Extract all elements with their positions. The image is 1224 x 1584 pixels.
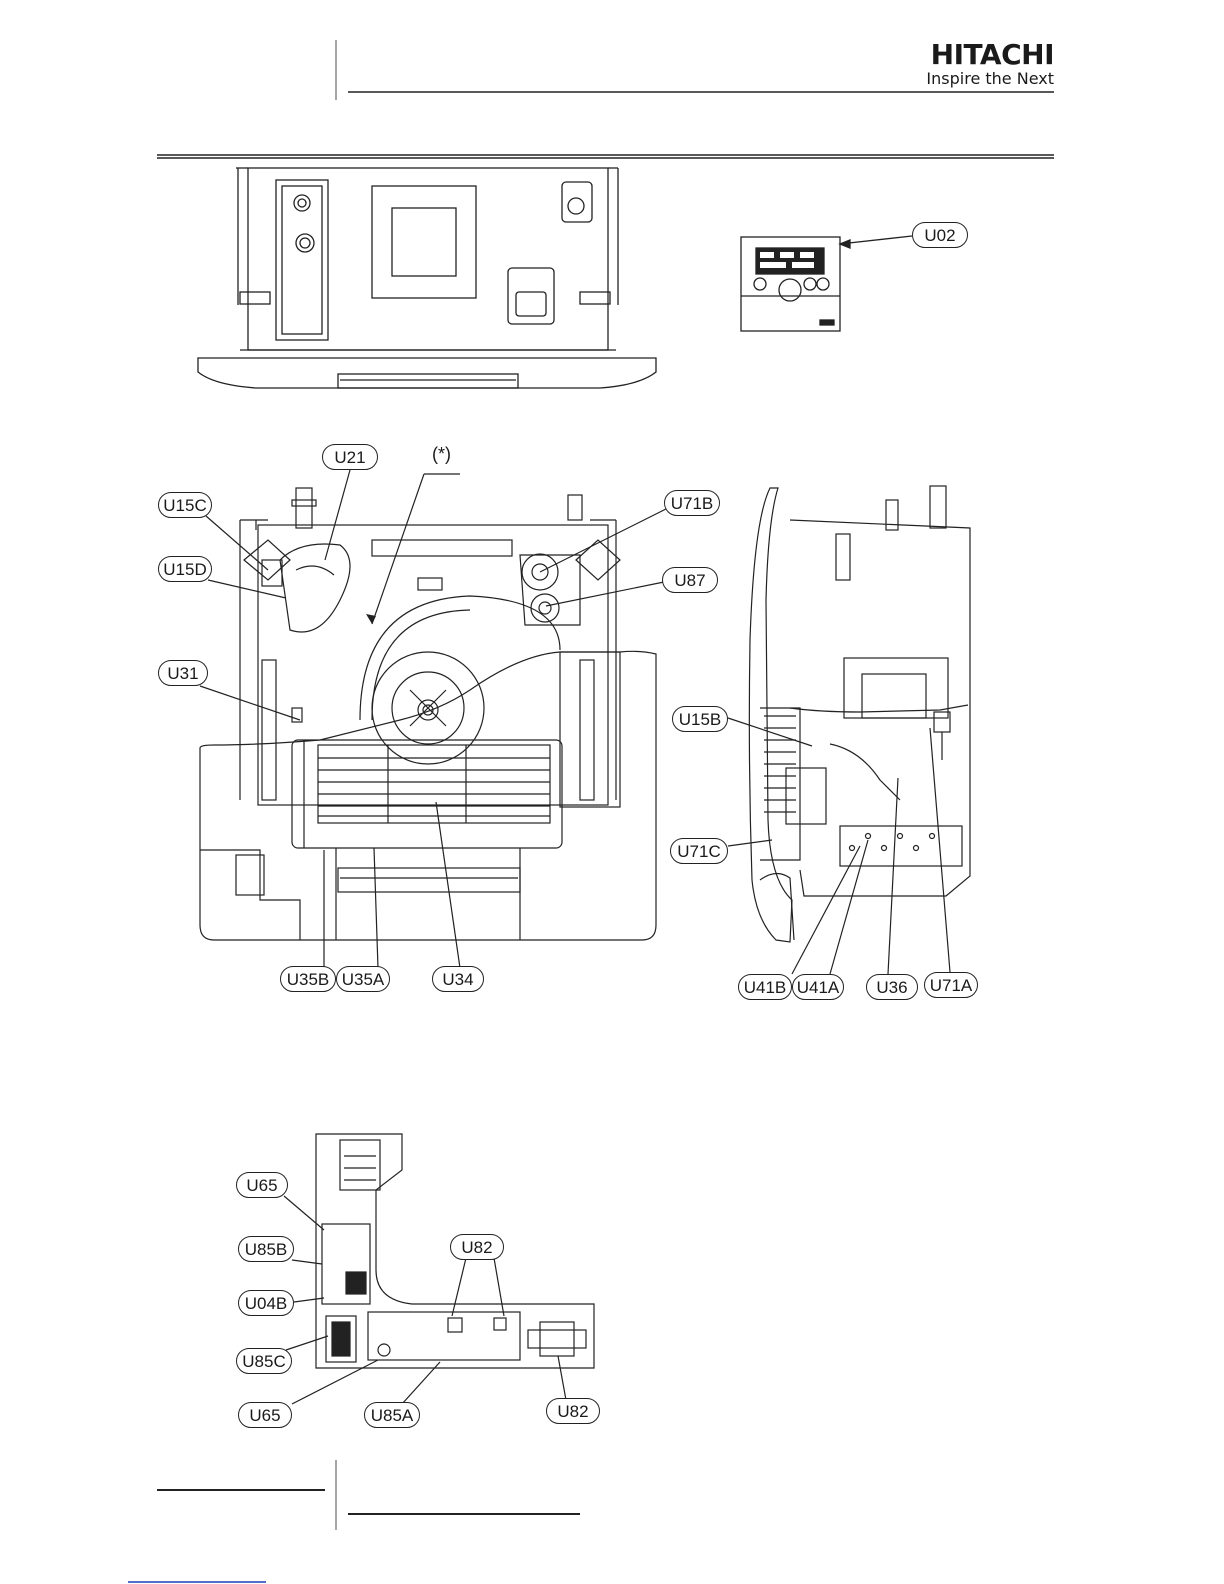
callout-u65-top: U65 (236, 1172, 288, 1198)
callout-u85a: U85A (364, 1402, 420, 1428)
callout-u65-bottom: U65 (238, 1402, 292, 1428)
callout-u85b: U85B (238, 1236, 294, 1262)
callout-u04b: U04B (238, 1290, 294, 1316)
callout-u82-top: U82 (450, 1234, 504, 1260)
callout-u82-bottom: U82 (546, 1398, 600, 1424)
callout-u85c: U85C (236, 1348, 292, 1374)
